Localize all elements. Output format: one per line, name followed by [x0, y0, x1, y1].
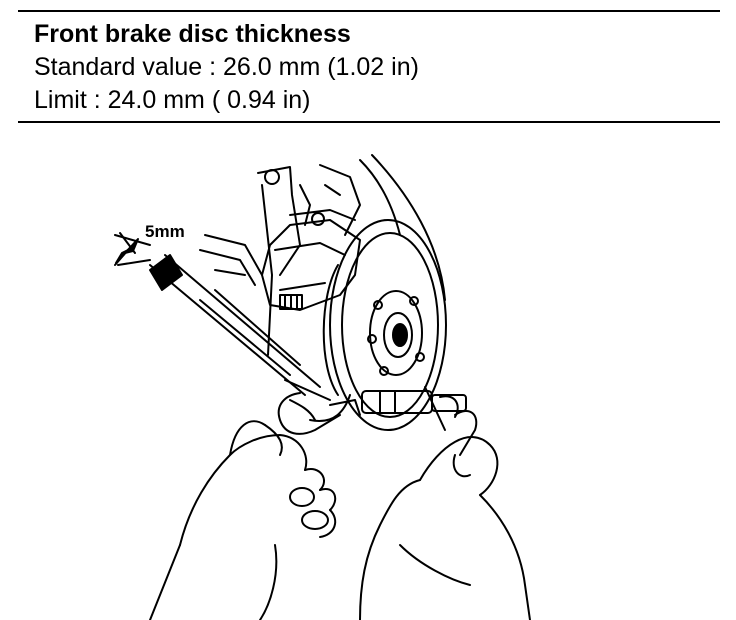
right-hand: [359, 395, 531, 620]
strut-assembly: [257, 154, 446, 356]
brake-caliper: [199, 184, 361, 311]
brake-disc-measurement-illustration: 5mm: [0, 125, 736, 620]
dimension-label: 5mm: [145, 222, 185, 241]
limit-value: Limit : 24.0 mm ( 0.94 in): [34, 86, 311, 114]
standard-value: Standard value : 26.0 mm (1.02 in): [34, 53, 419, 81]
measuring-caliper-tool: [149, 254, 331, 401]
spec-title: Front brake disc thickness: [34, 20, 351, 48]
micrometer: [277, 390, 467, 435]
brake-disc: [322, 219, 447, 431]
top-rule: [18, 10, 720, 12]
bottom-rule: [18, 121, 720, 123]
spec-block: Front brake disc thickness Standard valu…: [34, 18, 419, 117]
dimension-marker: 5mm: [114, 222, 185, 266]
left-hand: [149, 420, 337, 620]
